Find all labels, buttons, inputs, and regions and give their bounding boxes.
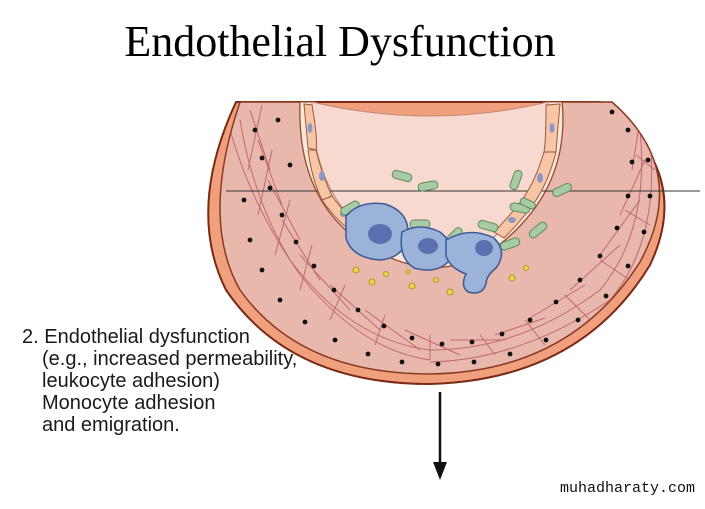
caption-line-1: 2. Endothelial dysfunction	[22, 326, 250, 348]
caption-line-4: Monocyte adhesion	[42, 392, 216, 414]
arrow-down-icon	[433, 392, 447, 480]
caption-line-5: and emigration.	[42, 414, 180, 436]
monocytes	[345, 202, 503, 294]
slide-title: Endothelial Dysfunction	[124, 17, 556, 66]
watermark: muhadharaty.com	[559, 480, 695, 497]
caption-line-2: (e.g., increased permeability,	[42, 348, 298, 370]
lipid-droplets	[352, 265, 529, 296]
caption-line-3: leukocyte adhesion)	[42, 370, 220, 392]
caption: 2. Endothelial dysfunction (e.g., increa…	[22, 326, 297, 436]
muscle-nuclei	[241, 109, 653, 367]
